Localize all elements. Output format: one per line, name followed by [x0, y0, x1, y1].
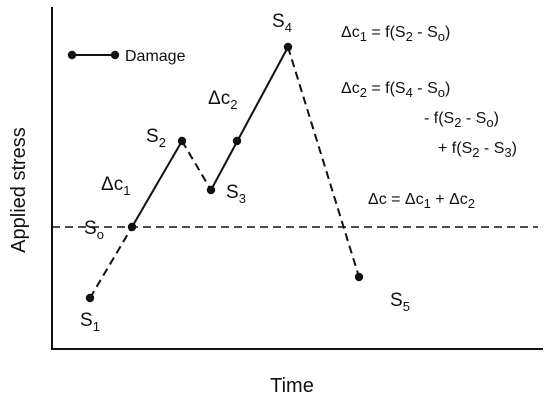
dashed-segments — [89, 46, 360, 299]
node-so — [127, 222, 137, 232]
label-s4: S4 — [272, 11, 292, 35]
segment-s3-s4 — [210, 46, 289, 191]
label-s2: S2 — [146, 126, 166, 150]
node-s5 — [354, 272, 364, 282]
node-s2 — [177, 136, 187, 146]
equation-dc2-line3: + f(S2 - S3) — [438, 140, 517, 160]
equation-dc1: Δc1 = f(S2 - So) — [341, 24, 450, 44]
legend-label: Damage — [125, 48, 186, 65]
legend: Damage — [67, 48, 186, 65]
equation-dc2-line1: Δc2 = f(S4 - So) — [341, 80, 450, 100]
legend-node-right — [110, 50, 120, 60]
segment-so-s2 — [131, 140, 183, 228]
label-so: So — [84, 218, 104, 242]
label-s3: S3 — [226, 182, 246, 206]
node-s1 — [85, 293, 95, 303]
node-s4 — [283, 42, 293, 52]
label-dc2: Δc2 — [208, 88, 237, 112]
label-s5: S5 — [390, 290, 410, 314]
x-axis-label: Time — [270, 375, 314, 397]
label-s1: S1 — [80, 310, 100, 334]
segment-s4-s5 — [287, 46, 360, 278]
node-s3 — [206, 185, 216, 195]
equation-dc-total: Δc = Δc1 + Δc2 — [368, 191, 475, 211]
segment-s2-s3 — [181, 140, 212, 191]
equation-dc2-line2: - f(S2 - So) — [424, 110, 499, 130]
legend-node-left — [67, 50, 77, 60]
nodes — [85, 42, 364, 303]
node-mid-s3-s4 — [232, 136, 242, 146]
label-dc1: Δc1 — [101, 174, 130, 198]
segment-s1-so — [89, 226, 133, 299]
y-axis-label: Applied stress — [8, 127, 30, 253]
axes — [51, 7, 543, 350]
damage-segments — [131, 46, 289, 228]
